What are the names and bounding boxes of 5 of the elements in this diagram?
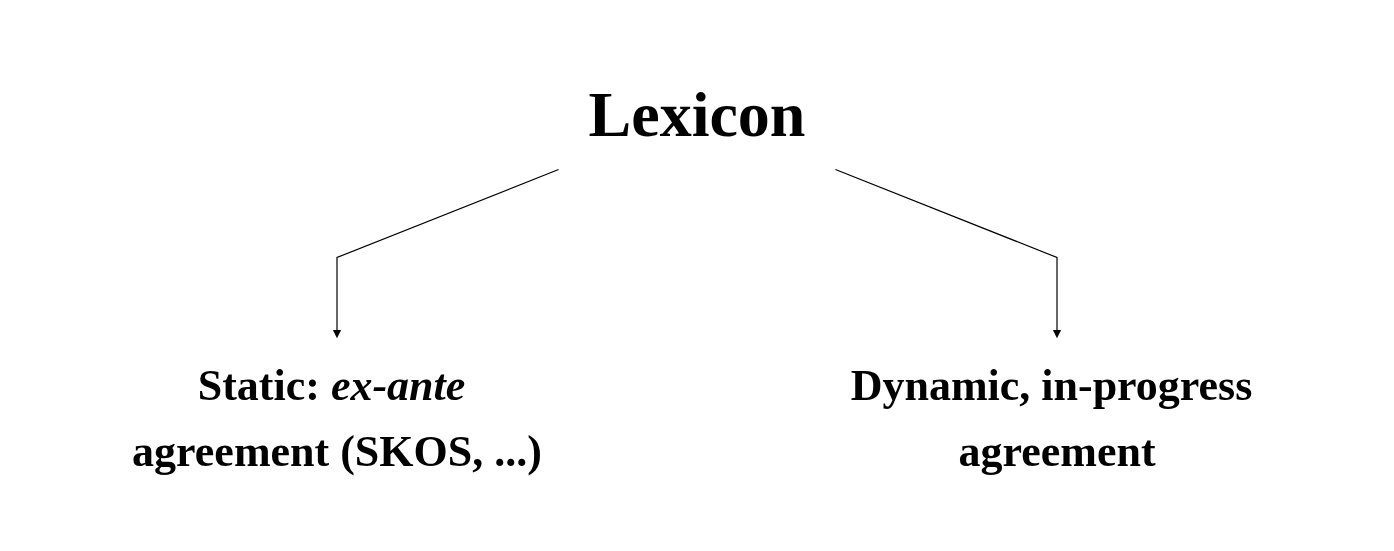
node-text: Dynamic, in-progress agreement — [850, 360, 1253, 476]
arrow — [332, 168, 560, 338]
node-text: Static: ex-ante agreement (SKOS, ...) — [132, 360, 542, 476]
node-text: Lexicon — [588, 78, 806, 150]
arrow — [834, 168, 1062, 338]
